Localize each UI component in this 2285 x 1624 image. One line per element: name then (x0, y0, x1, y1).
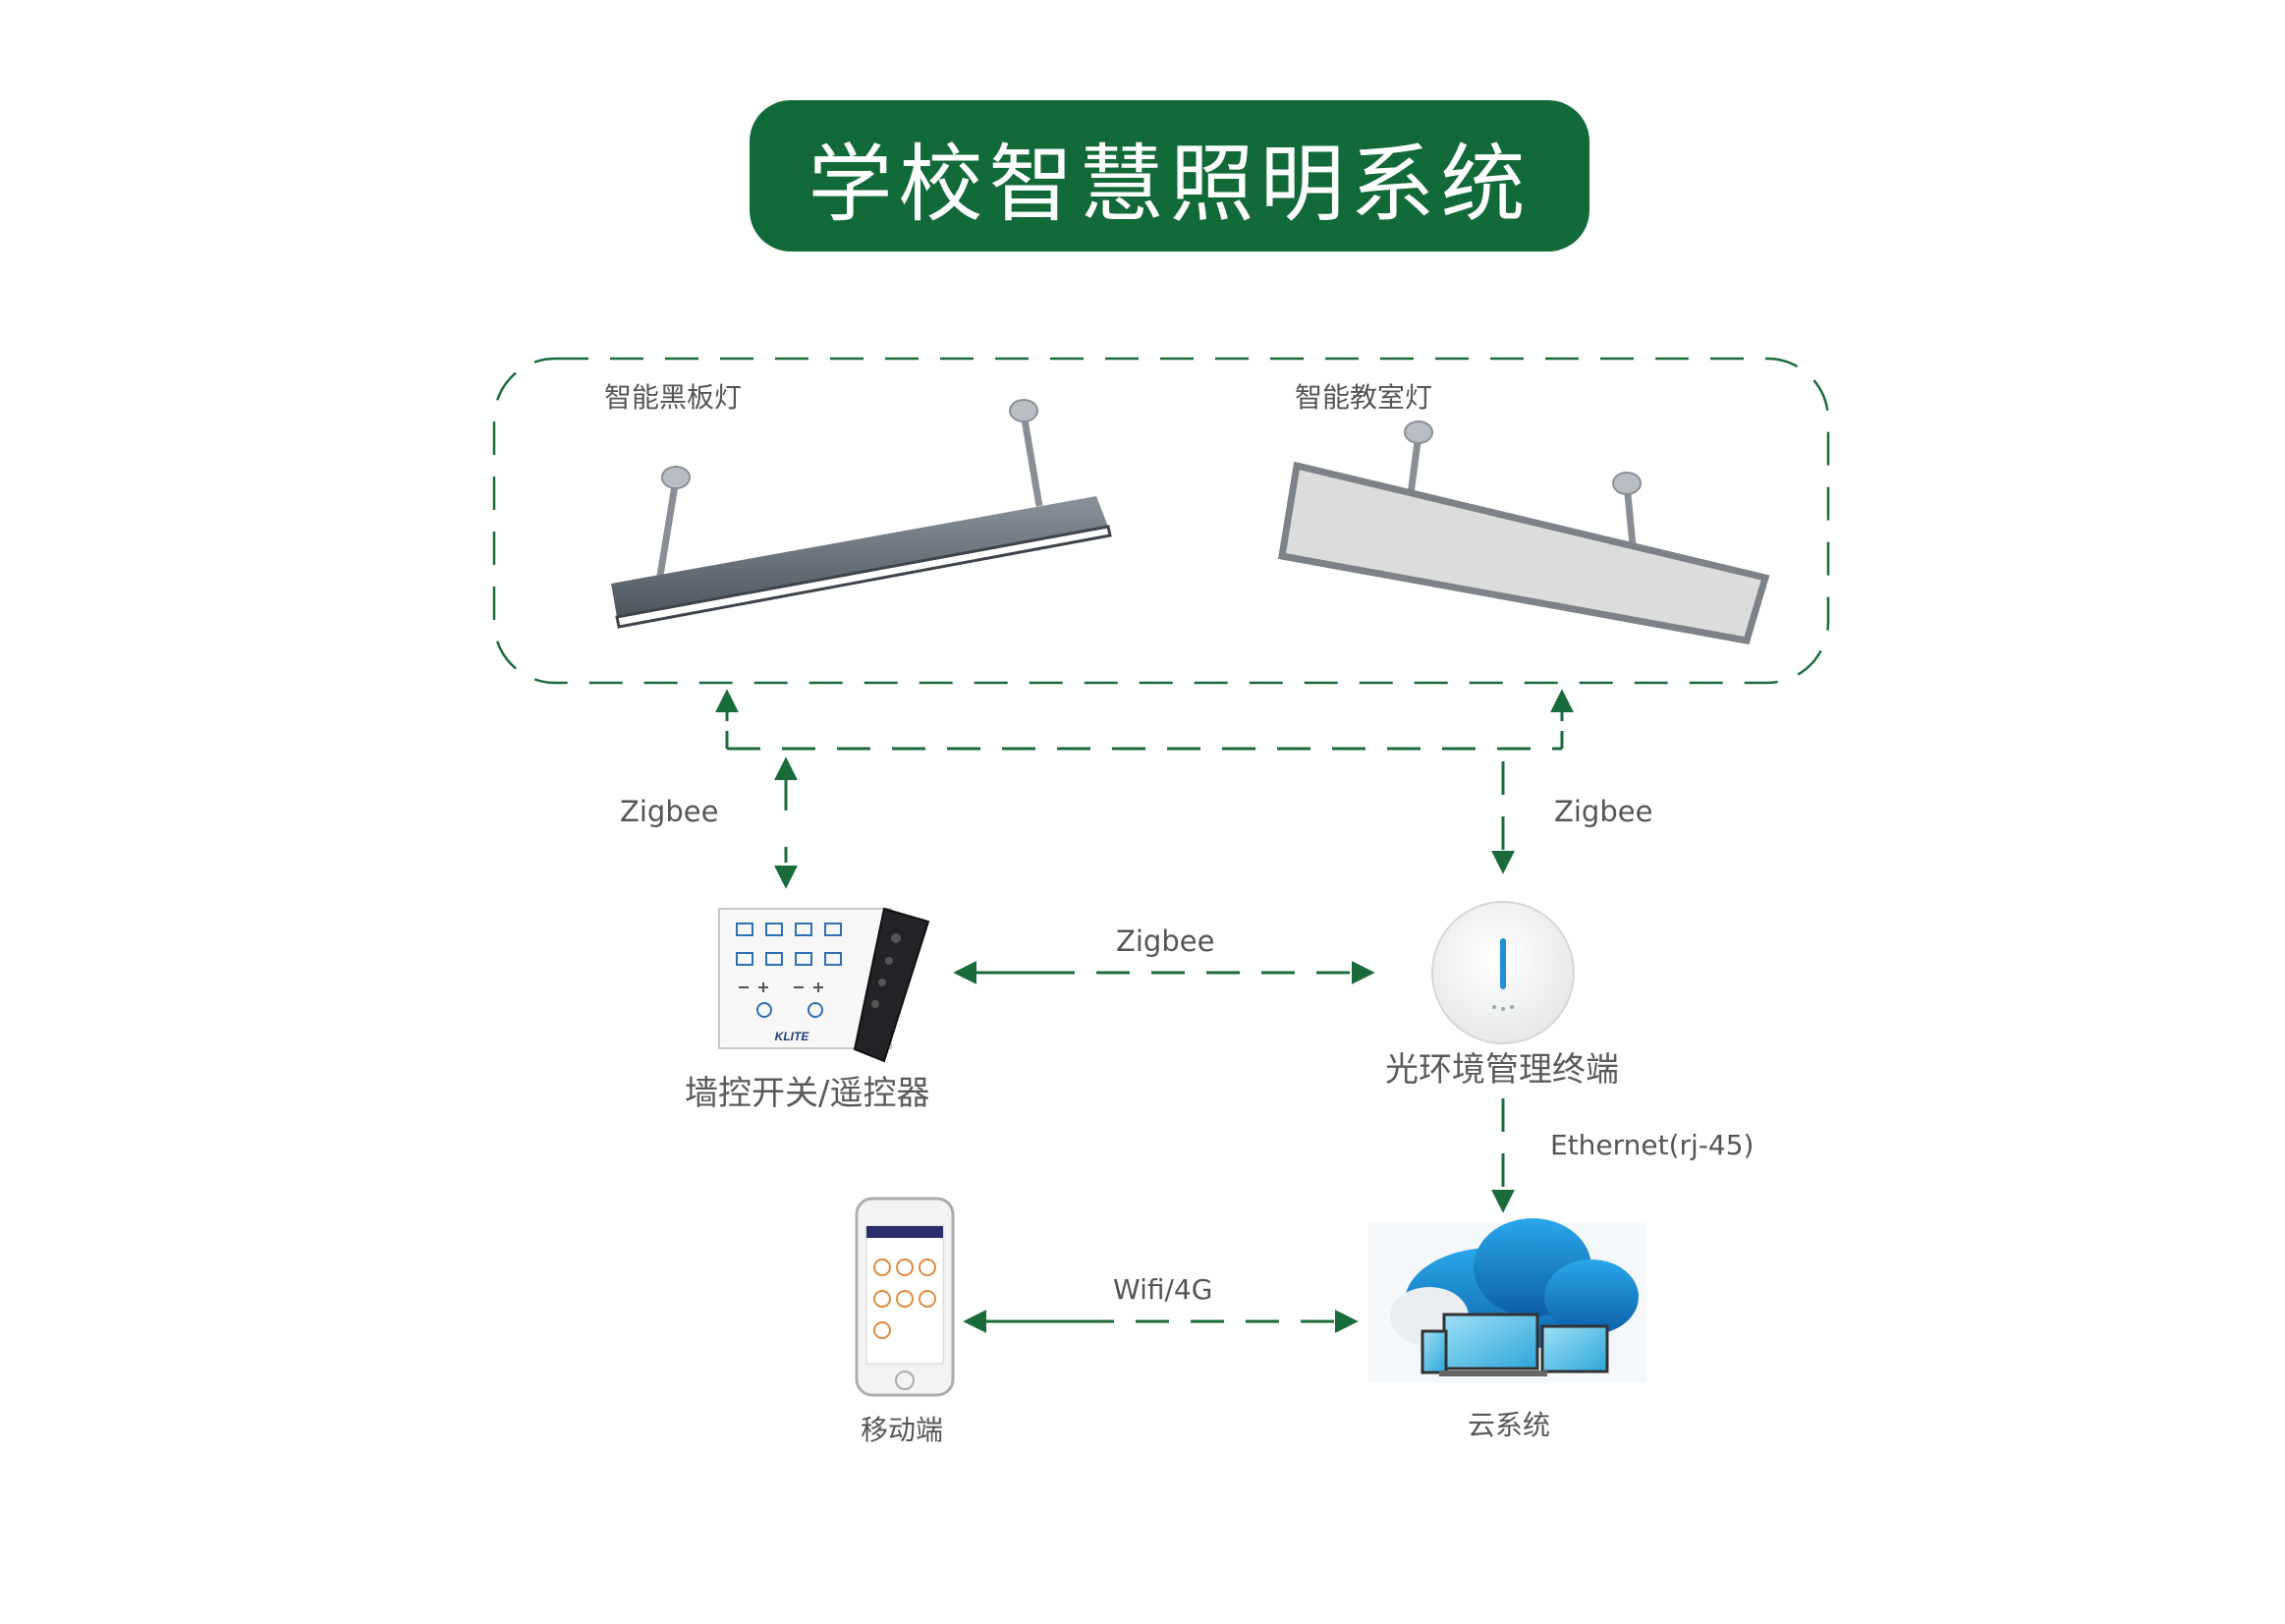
mobile-label: 移动端 (861, 1414, 943, 1446)
page-title: 学校智慧照明系统 (808, 135, 1532, 234)
mobile-phone-icon (855, 1197, 955, 1397)
right-zigbee-label: Zigbee (1554, 795, 1652, 828)
terminal-device-icon (1431, 901, 1575, 1044)
cloud-system-icon (1368, 1218, 1646, 1382)
ethernet-label: Ethernet(rj-45) (1550, 1129, 1754, 1161)
blackboard-light-icon (611, 399, 1112, 629)
wall-switch-icon: KLITE (718, 908, 892, 1049)
cloud-label: 云系统 (1468, 1409, 1550, 1441)
wifi-label: Wifi/4G (1113, 1273, 1212, 1306)
switch-brand-text: KLITE (775, 1030, 810, 1043)
remote-control-icon (853, 907, 930, 1063)
classroom-light-icon (1277, 420, 1770, 645)
light-group-boundary (492, 357, 1830, 685)
terminal-label: 光环境管理终端 (1385, 1050, 1619, 1090)
title-banner: 学校智慧照明系统 (750, 100, 1589, 252)
left-zigbee-label: Zigbee (620, 795, 718, 828)
middle-zigbee-label: Zigbee (1116, 924, 1214, 958)
blackboard-light-label: 智能黑板灯 (604, 381, 742, 414)
wall-switch-label: 墙控开关/遥控器 (685, 1074, 929, 1113)
classroom-light-label: 智能教室灯 (1295, 381, 1432, 414)
